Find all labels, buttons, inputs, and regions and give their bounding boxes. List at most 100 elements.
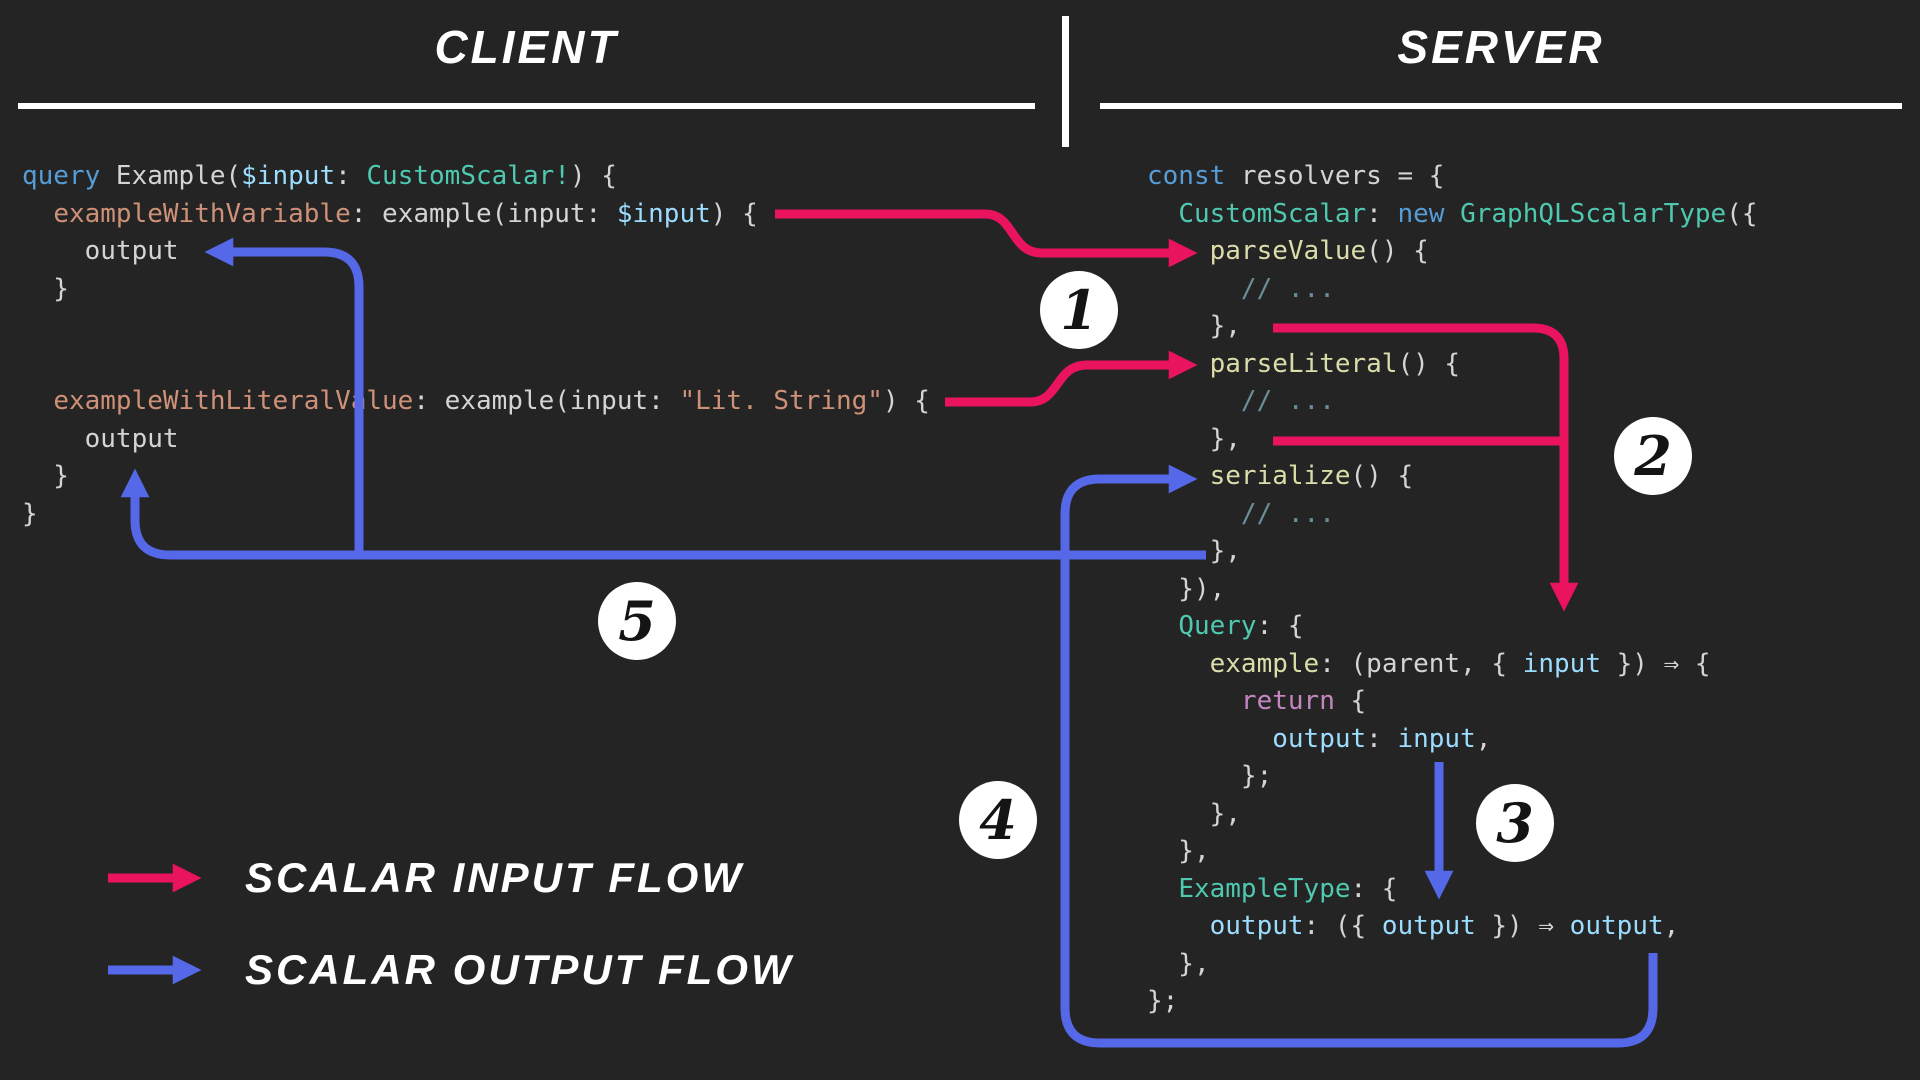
code-line: Query: { — [1147, 608, 1758, 646]
code-token: }; — [1147, 761, 1273, 791]
code-token: output — [1272, 723, 1367, 754]
code-token: }) ⇒ { — [1600, 648, 1711, 679]
code-token: // ... — [1240, 498, 1335, 529]
code-line: } — [22, 458, 930, 496]
code-token: }, — [1147, 423, 1241, 454]
code-token: parseValue — [1209, 236, 1367, 266]
code-token: Example( — [100, 161, 242, 191]
code-line: example: (parent, { input }) ⇒ { — [1147, 646, 1758, 684]
code-token: : example(input: — [413, 386, 680, 416]
code-token — [1147, 686, 1241, 716]
code-token: output — [22, 236, 179, 266]
code-token — [1147, 386, 1241, 416]
code-line: ExampleType: { — [1147, 871, 1758, 909]
client-header-underline — [18, 103, 1035, 109]
code-token — [1147, 874, 1178, 904]
code-token: ) { — [710, 198, 758, 229]
code-line: }, — [1147, 533, 1758, 571]
code-line: output: input, — [1147, 721, 1758, 759]
code-line: }), — [1147, 571, 1758, 609]
code-token: : { — [1256, 611, 1304, 641]
code-line: query Example($input: CustomScalar!) { — [22, 158, 930, 196]
code-token: CustomScalar — [1178, 198, 1367, 229]
code-token: example — [1209, 648, 1320, 679]
code-line: }; — [1147, 983, 1758, 1021]
code-line: // ... — [1147, 383, 1758, 421]
client-query-code: query Example($input: CustomScalar!) { e… — [22, 158, 930, 533]
code-token — [1147, 461, 1210, 491]
code-token: : — [1366, 723, 1398, 754]
code-line — [22, 346, 930, 384]
code-line: } — [22, 271, 930, 309]
code-line: }, — [1147, 946, 1758, 984]
code-token: exampleWithLiteralValue — [53, 386, 414, 416]
code-token: // ... — [1240, 386, 1335, 416]
code-token: ExampleType — [1178, 873, 1351, 904]
code-line: parseValue() { — [1147, 233, 1758, 271]
code-token: }, — [1147, 948, 1210, 979]
code-line: }, — [1147, 308, 1758, 346]
server-column-header: SERVER — [1397, 21, 1605, 73]
code-token: query — [22, 161, 101, 191]
code-token: return — [1240, 686, 1335, 716]
code-token: : { — [1350, 873, 1398, 904]
code-token: ) { — [569, 161, 617, 191]
code-token: resolvers = { — [1225, 161, 1445, 191]
code-token — [1147, 911, 1210, 941]
code-token: : — [335, 161, 367, 191]
code-line: parseLiteral() { — [1147, 346, 1758, 384]
code-line: CustomScalar: new GraphQLScalarType({ — [1147, 196, 1758, 234]
code-token: { — [1334, 686, 1367, 716]
code-token: ({ — [1726, 198, 1758, 229]
code-token: }, — [1147, 311, 1241, 341]
code-line: }; — [1147, 758, 1758, 796]
code-line: output: ({ output }) ⇒ output, — [1147, 908, 1758, 946]
code-token: }, — [1147, 798, 1241, 829]
code-line: exampleWithVariable: example(input: $inp… — [22, 196, 930, 234]
code-line: }, — [1147, 833, 1758, 871]
code-token: }) ⇒ — [1475, 911, 1570, 941]
step-badge-1: 1 — [1040, 271, 1118, 349]
code-token — [22, 386, 53, 416]
code-token: parseLiteral — [1209, 348, 1398, 379]
code-token: serialize — [1209, 461, 1351, 491]
code-token: ) { — [882, 386, 930, 416]
code-token — [1147, 611, 1178, 641]
code-line: output — [22, 421, 930, 459]
step-badge-5: 5 — [598, 582, 676, 660]
column-divider-line — [1062, 16, 1069, 147]
code-token: Query — [1178, 611, 1257, 641]
step-badge-3: 3 — [1476, 784, 1554, 862]
code-token: new — [1397, 198, 1445, 229]
legend-output-label: SCALAR OUTPUT FLOW — [245, 946, 794, 993]
code-line: const resolvers = { — [1147, 158, 1758, 196]
code-token: $input — [241, 161, 336, 191]
code-line: output — [22, 233, 930, 271]
code-token — [1147, 724, 1272, 754]
code-token — [1147, 499, 1241, 529]
code-line: // ... — [1147, 496, 1758, 534]
code-token — [1147, 236, 1210, 266]
code-token: GraphQLScalarType — [1460, 198, 1727, 229]
step-badge-4: 4 — [959, 781, 1037, 859]
code-line — [22, 308, 930, 346]
legend-input-label: SCALAR INPUT FLOW — [245, 854, 744, 901]
code-token — [1147, 274, 1241, 304]
code-token: exampleWithVariable — [53, 198, 351, 229]
code-token: output — [1209, 911, 1304, 941]
code-token — [1444, 199, 1460, 229]
server-header-underline — [1100, 103, 1902, 109]
code-line: }, — [1147, 421, 1758, 459]
code-token — [1147, 199, 1178, 229]
code-token: : (parent, { — [1319, 648, 1523, 679]
code-token: const — [1147, 161, 1226, 191]
code-token: , — [1663, 911, 1680, 941]
code-token: : example(input: — [350, 198, 617, 229]
code-token: } — [22, 461, 69, 491]
server-resolvers-code: const resolvers = { CustomScalar: new Gr… — [1147, 158, 1758, 1021]
code-token: : — [1366, 198, 1398, 229]
code-line: } — [22, 496, 930, 534]
code-token: : ({ — [1303, 911, 1382, 941]
code-token — [22, 199, 53, 229]
